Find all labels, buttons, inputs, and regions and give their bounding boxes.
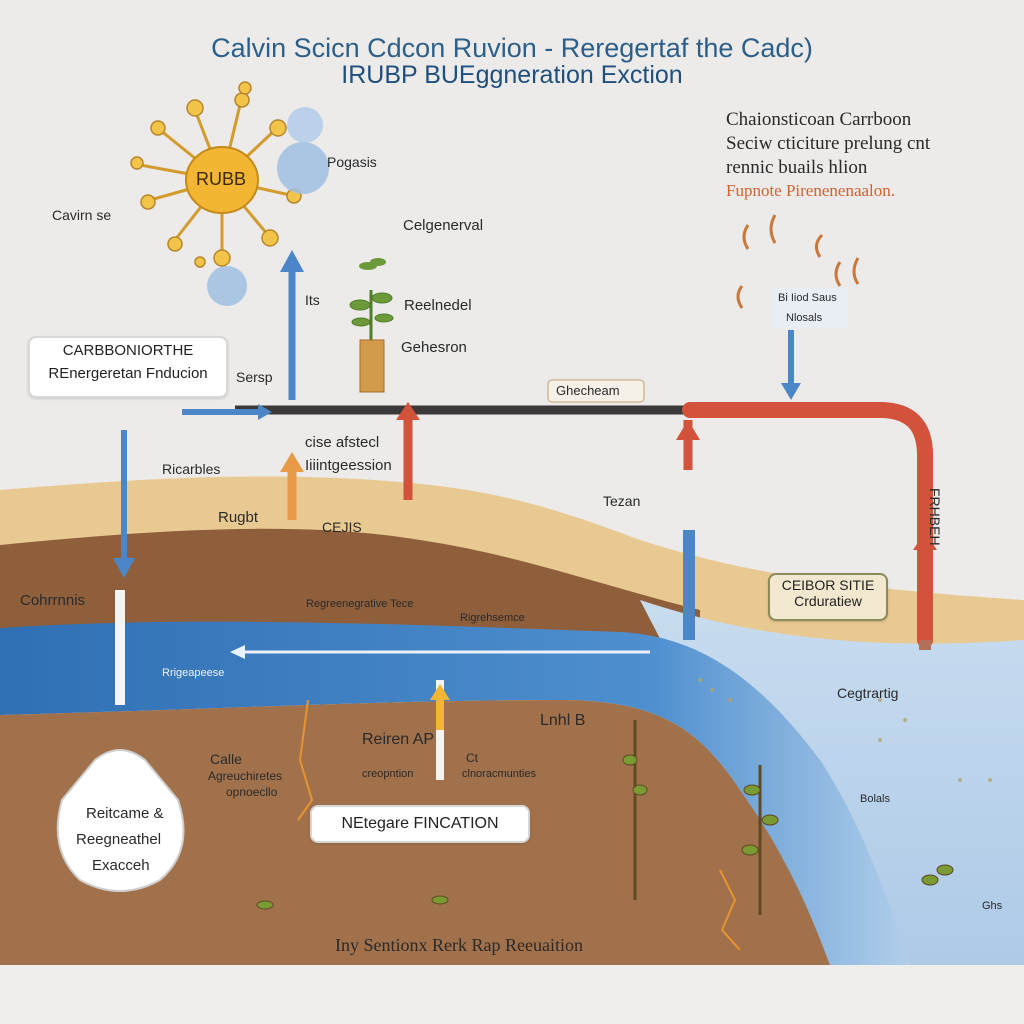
bubble bbox=[287, 107, 323, 143]
seedling-icon bbox=[359, 258, 386, 270]
label-hintgeession: Iiiintgeession bbox=[305, 457, 392, 474]
upper-soil-layer bbox=[0, 528, 700, 640]
label-agreuchiretes: Agreuchiretes bbox=[208, 769, 283, 783]
label-nlosal: Nlosals bbox=[786, 312, 823, 324]
label-cohrrnnis: Cohrrnnis bbox=[20, 592, 86, 609]
label-frhbeh: FRHBEH bbox=[927, 488, 943, 546]
root-lines bbox=[297, 699, 741, 951]
tree-icon bbox=[256, 720, 954, 915]
label-bi-soslo: Bi Iiod Saus bbox=[778, 292, 837, 304]
nitrogen-box-label: NEtegare FINCATION bbox=[341, 815, 499, 832]
label-rugbt: Rugbt bbox=[218, 509, 259, 526]
diagram-subtitle: IRUBP BUEggneration Exction bbox=[341, 61, 683, 89]
bottom-band bbox=[0, 965, 1024, 1024]
label-lnhl-b: Lnhl B bbox=[540, 712, 586, 729]
carbon-sink-line2: Crduratiew bbox=[794, 593, 862, 609]
top-right-note-line4: Fupnote Pirenenenaalon. bbox=[726, 181, 896, 200]
regeneration-sack bbox=[56, 749, 185, 892]
sun-icon bbox=[130, 81, 302, 268]
label-rigrehsemce: Rigrehsemce bbox=[460, 612, 525, 624]
regeneration-line2: Reegneathel bbox=[76, 831, 162, 848]
label-reiren-ap: Reiren AP bbox=[362, 731, 435, 748]
water-band bbox=[0, 621, 930, 1024]
label-ct-sub: clnoracmunties bbox=[462, 768, 536, 780]
label-pogasis: Pogasis bbox=[327, 154, 377, 170]
carbon-regeneration-box: CARBBONIORTHE REnergeretan Fnducion bbox=[28, 336, 228, 398]
carbon-box-line1: CARBBONIORTHE bbox=[62, 342, 194, 359]
label-calle: Calle bbox=[210, 751, 242, 767]
label-ct-sub2: creopntion bbox=[362, 768, 414, 780]
lower-soil-layer bbox=[0, 700, 850, 1024]
label-its: Its bbox=[305, 292, 320, 308]
sun-arrowhead bbox=[280, 250, 304, 272]
top-right-note-line3: rennic buails hlion bbox=[726, 157, 868, 178]
bottom-caption: Iny Sentionx Rerk Rap Reeuaition bbox=[335, 935, 583, 955]
diagram-title: Calvin Scicn Cdcon Ruvion - Reregertaf t… bbox=[211, 33, 813, 63]
left-arrowhead bbox=[113, 558, 135, 578]
label-regenerative-tec: Regreenegrative Tece bbox=[306, 598, 414, 610]
bubble bbox=[277, 142, 329, 194]
label-ghecheam: Ghecheam bbox=[556, 383, 620, 398]
label-sersp: Sersp bbox=[236, 369, 273, 385]
label-cejis: CEJIS bbox=[322, 519, 362, 535]
label-ricarbles: Ricarbles bbox=[162, 461, 221, 477]
label-ct: Ct bbox=[466, 751, 478, 765]
label-reelnedel: Reelnedel bbox=[404, 297, 472, 314]
label-rrigeapeese: Rrigeapeese bbox=[162, 667, 225, 679]
carbon-box-line2: REnergeretan Fnducion bbox=[48, 365, 208, 382]
sun-label: RUBB bbox=[196, 169, 247, 189]
carbon-sink-box: CEIBOR SITIE Crduratiew bbox=[768, 573, 888, 621]
carbon-sink-line1: CEIBOR SITIE bbox=[781, 577, 875, 593]
top-right-note-line2: Seciw cticiture prelung cnt bbox=[726, 133, 931, 154]
label-gehesron: Gehesron bbox=[401, 339, 467, 356]
label-celgenerval: Celgenerval bbox=[403, 217, 484, 234]
wisp-icons bbox=[736, 214, 860, 309]
label-bolals: Bolals bbox=[860, 793, 890, 805]
right-arrowhead bbox=[781, 383, 801, 400]
nitrogen-fixation-box: NEtegare FINCATION bbox=[310, 805, 530, 843]
label-calvin-side: Cavirn se bbox=[52, 207, 112, 223]
regeneration-line3: Exacceh bbox=[92, 857, 150, 874]
feed-arrowhead bbox=[258, 404, 272, 420]
label-ghs: Ghs bbox=[982, 900, 1003, 912]
label-tezan: Tezan bbox=[603, 493, 641, 509]
regeneration-line1: Reitcame & bbox=[86, 805, 164, 822]
label-cegtrartig: Cegtrartig bbox=[837, 685, 899, 701]
label-cise-afstecl: cise afstecl bbox=[305, 434, 380, 451]
red-pipe bbox=[682, 402, 933, 648]
top-right-note-line1: Chaionsticoan Carrboon bbox=[726, 109, 912, 130]
label-opnoecllo: opnoecllo bbox=[226, 785, 278, 799]
bubble bbox=[207, 266, 247, 306]
plant-icon bbox=[349, 290, 394, 393]
